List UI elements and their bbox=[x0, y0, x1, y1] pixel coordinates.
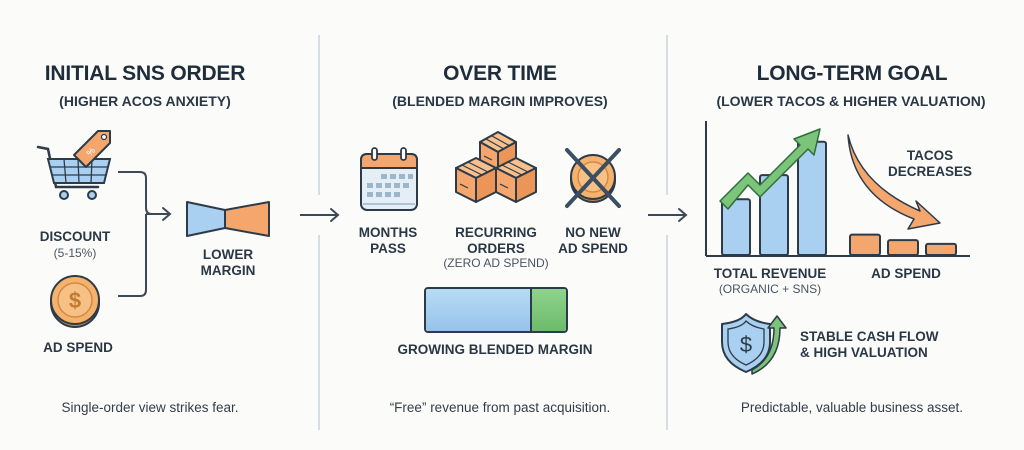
tacos-decreases-label-line1: TACOS bbox=[906, 148, 954, 163]
arrow-right-icon bbox=[648, 208, 688, 222]
svg-text:$: $ bbox=[69, 288, 81, 313]
discount-range-label: (5-15%) bbox=[53, 246, 97, 260]
panel-1-subtitle: (HIGHER ACOS ANXIETY) bbox=[59, 93, 231, 109]
lower-margin-label-line2: MARGIN bbox=[200, 263, 256, 278]
bow-tie-margin-icon bbox=[186, 201, 270, 237]
months-pass-label-line1: MONTHS bbox=[358, 225, 418, 240]
crossed-out-coin-icon bbox=[565, 148, 621, 208]
divider-2-top bbox=[666, 35, 668, 195]
svg-text:$: $ bbox=[740, 332, 752, 357]
calendar-icon bbox=[360, 147, 418, 211]
panel-3-subtitle: (LOWER TACOS & HIGHER VALUATION) bbox=[716, 93, 986, 109]
shield-dollar-growth-icon: $ bbox=[721, 313, 787, 375]
ad-spend-chart-label: AD SPEND bbox=[871, 266, 941, 281]
recurring-orders-label-line1: RECURRING bbox=[455, 225, 537, 240]
ad-spend-bar-3 bbox=[925, 242, 957, 257]
stacked-boxes-icon bbox=[455, 131, 537, 203]
tacos-decrease-arrow-icon bbox=[847, 134, 941, 230]
panel-2-title: OVER TIME bbox=[443, 62, 557, 85]
panel-3-title: LONG-TERM GOAL bbox=[756, 62, 948, 85]
stable-cash-flow-label-line1: STABLE CASH FLOW bbox=[800, 329, 939, 344]
growing-blended-margin-bar bbox=[424, 287, 568, 333]
no-new-ad-spend-label-line1: NO NEW bbox=[565, 225, 621, 240]
months-pass-label-line2: PASS bbox=[370, 241, 406, 256]
revenue-vs-ad-spend-chart bbox=[705, 121, 970, 257]
recurring-orders-label-line2: ORDERS bbox=[467, 241, 525, 256]
total-revenue-label: TOTAL REVENUE bbox=[713, 266, 827, 281]
panel-1-caption: Single-order view strikes fear. bbox=[61, 400, 239, 415]
tacos-decreases-label-line2: DECREASES bbox=[887, 164, 973, 179]
ad-spend-label: AD SPEND bbox=[43, 340, 113, 355]
revenue-bar-3 bbox=[797, 140, 827, 256]
no-new-ad-spend-label-line2: AD SPEND bbox=[558, 241, 628, 256]
arrow-right-icon bbox=[300, 208, 340, 222]
ad-spend-bar-2 bbox=[887, 239, 919, 257]
divider-1-bottom bbox=[318, 235, 320, 430]
margin-bar-base-segment bbox=[426, 289, 532, 331]
panel-2-caption: “Free” revenue from past acquisition. bbox=[389, 400, 611, 415]
divider-2-bottom bbox=[666, 235, 668, 430]
margin-bar-growth-segment bbox=[531, 289, 566, 331]
merge-bracket-connector bbox=[118, 171, 172, 297]
discount-label: DISCOUNT bbox=[39, 229, 111, 244]
organic-sns-label: (ORGANIC + SNS) bbox=[718, 282, 822, 296]
zero-ad-spend-label: (ZERO AD SPEND) bbox=[443, 256, 549, 270]
shopping-cart-with-percent-tag-icon: % bbox=[36, 130, 112, 200]
divider-1-top bbox=[318, 35, 320, 195]
stable-cash-flow-label-line2: & HIGH VALUATION bbox=[800, 345, 928, 360]
growth-trend-arrow-icon bbox=[719, 128, 821, 210]
dollar-coin-icon: $ bbox=[50, 275, 100, 328]
panel-3-caption: Predictable, valuable business asset. bbox=[740, 400, 964, 415]
growing-blended-margin-label: GROWING BLENDED MARGIN bbox=[397, 342, 593, 357]
ad-spend-bar-1 bbox=[849, 233, 881, 256]
lower-margin-label-line1: LOWER bbox=[202, 247, 254, 262]
panel-2-subtitle: (BLENDED MARGIN IMPROVES) bbox=[392, 93, 608, 109]
panel-1-title: INITIAL SNS ORDER bbox=[44, 62, 246, 85]
